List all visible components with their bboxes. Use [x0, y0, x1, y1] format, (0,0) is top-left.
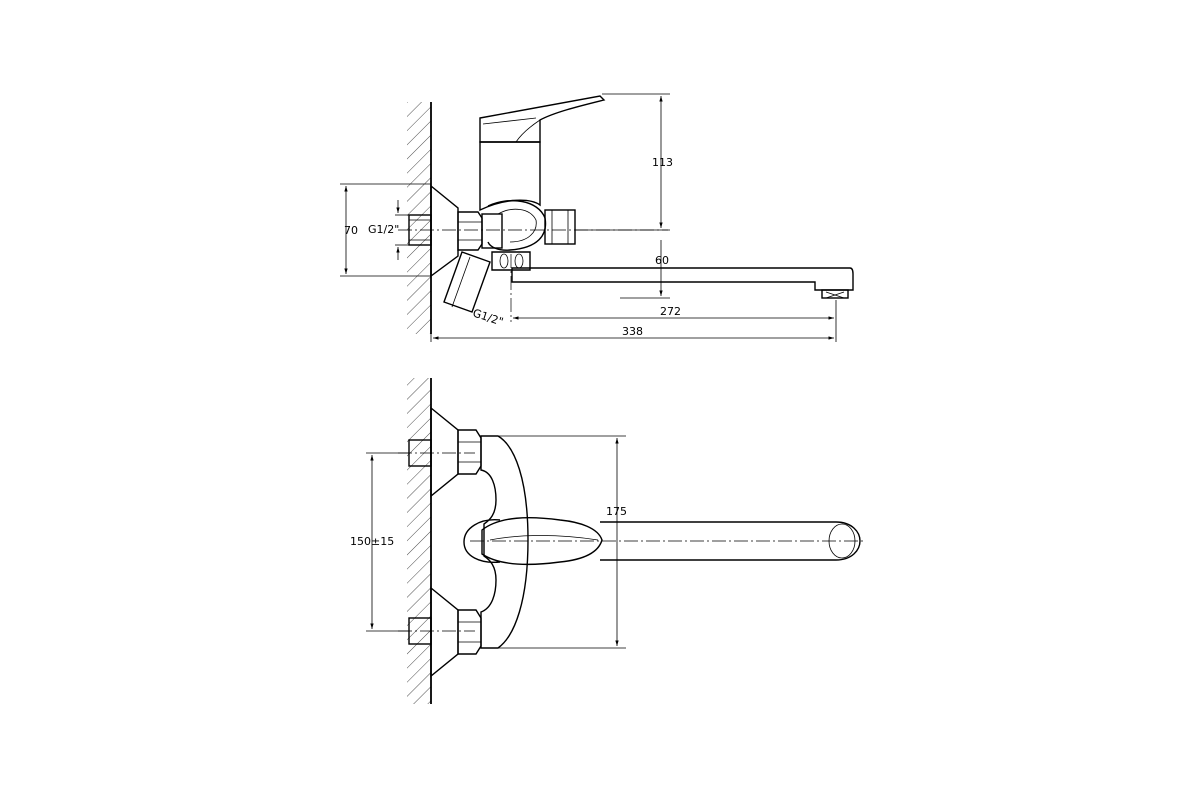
diverter-connector: [544, 209, 576, 245]
aerator-side: [821, 289, 849, 299]
plan-view: 175 150±15: [350, 378, 866, 704]
dim-label-70: 70: [344, 224, 358, 237]
hex-nut-lower: [457, 609, 482, 655]
lever-handle-side: [479, 95, 606, 143]
dim-label-60: 60: [655, 254, 669, 267]
spout-arm: [511, 267, 854, 291]
hex-nut-side: [457, 211, 483, 251]
mixer-body-plan: [480, 435, 529, 649]
spout-swivel: [491, 251, 531, 271]
dim-label-338: 338: [622, 325, 643, 338]
eccentric-connector: [481, 213, 503, 249]
thread-label-outlet: G1/2": [471, 306, 505, 328]
hex-nut-upper: [457, 429, 482, 475]
flange-upper: [430, 406, 459, 498]
flange-lower: [430, 586, 459, 678]
body-bulge: [487, 199, 547, 251]
wall-hatching-top: [407, 102, 431, 334]
spout-plan: [600, 521, 861, 561]
wall-flange: [430, 184, 459, 278]
dim-label-175: 175: [606, 505, 627, 518]
dim-label-150: 150±15: [350, 535, 394, 548]
angled-outlet: [443, 251, 491, 313]
dim-label-113: 113: [652, 156, 673, 169]
wall-hatching-bottom: [407, 378, 431, 704]
side-view: 113 60 70 G1/2" G1/2" 272 338: [340, 93, 854, 342]
mixer-body: [479, 141, 541, 212]
lever-handle-plan: [481, 517, 603, 566]
dim-label-272: 272: [660, 305, 681, 318]
thread-label-inlet: G1/2": [368, 223, 399, 236]
handle-base-plan: [463, 519, 501, 563]
